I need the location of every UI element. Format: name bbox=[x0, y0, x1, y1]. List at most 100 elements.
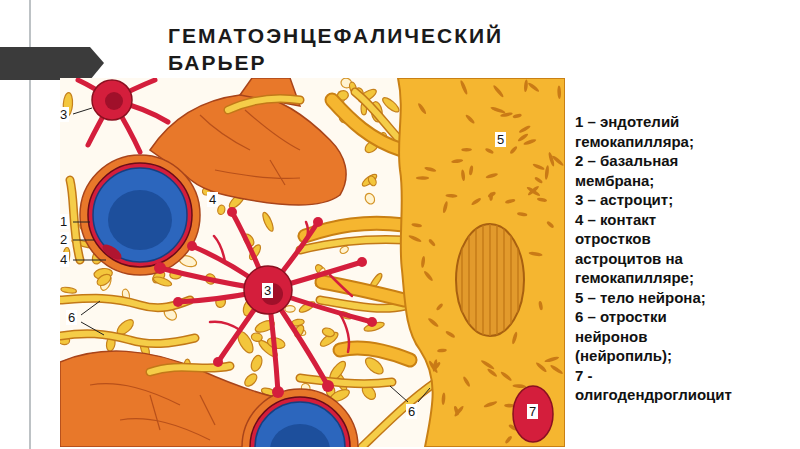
mitochondrion bbox=[417, 102, 427, 115]
mitochondrion bbox=[427, 317, 439, 328]
neuropil-profile bbox=[251, 332, 263, 342]
astrocyte-nucleus bbox=[105, 92, 123, 110]
astrocyte-nucleus bbox=[261, 283, 283, 305]
mitochondrion bbox=[462, 376, 471, 388]
callout-number: 4 bbox=[58, 252, 69, 267]
callout-number: 2 bbox=[58, 232, 69, 247]
callout-box: 2 bbox=[58, 232, 69, 247]
mitochondrion bbox=[505, 198, 516, 204]
neuron-organelles bbox=[408, 79, 565, 444]
capillary-lumen bbox=[255, 402, 345, 447]
astrocyte-processes bbox=[78, 80, 168, 152]
callout-box: 5 bbox=[495, 132, 506, 147]
mitochondrion bbox=[453, 405, 464, 418]
capillary-endothelium bbox=[250, 397, 350, 447]
astrocyte-endfoot bbox=[80, 155, 200, 275]
endothelial-nucleus bbox=[100, 242, 124, 263]
slide-title: ГЕМАТОЭНЦЕФАЛИЧЕСКИЙ БАРЬЕР bbox=[168, 22, 568, 76]
mitochondrion bbox=[468, 165, 473, 175]
neuropil-profile bbox=[261, 211, 275, 232]
erythrocyte bbox=[270, 424, 330, 447]
neuron-process bbox=[60, 92, 436, 447]
mitochondrion bbox=[416, 176, 429, 180]
neuropil-profile bbox=[361, 172, 379, 188]
mitochondrion bbox=[445, 194, 457, 198]
oligodendrocyte bbox=[513, 386, 553, 442]
mitochondrion bbox=[423, 270, 434, 282]
mitochondrion bbox=[411, 223, 422, 228]
mitochondrion bbox=[408, 234, 422, 243]
mitochondrion bbox=[461, 169, 466, 181]
mitochondrion bbox=[517, 212, 528, 217]
mitochondrion bbox=[527, 82, 540, 93]
callout-box: 3 bbox=[262, 283, 273, 298]
callout-box: 6 bbox=[406, 404, 417, 419]
mitochondrion bbox=[432, 359, 438, 372]
mitochondrion bbox=[461, 148, 472, 152]
mitochondrion bbox=[489, 193, 493, 201]
mitochondrion bbox=[535, 361, 548, 373]
mitochondrion bbox=[512, 384, 526, 389]
callout-box: 1 bbox=[58, 214, 69, 229]
callout-box: 3 bbox=[58, 107, 69, 122]
mitochondrion bbox=[459, 80, 468, 96]
key-item: 5 – тело нейрона; bbox=[575, 288, 733, 308]
mitochondrion bbox=[485, 172, 498, 179]
mitochondrion bbox=[480, 359, 495, 371]
mitochondrion bbox=[517, 133, 529, 143]
mitochondrion bbox=[437, 348, 447, 352]
callout-box: 4 bbox=[207, 192, 218, 207]
mitochondrion bbox=[537, 197, 548, 203]
histology-picture bbox=[60, 78, 565, 447]
mitochondrion bbox=[523, 138, 537, 146]
key-item: 7 - олигодендроглиоцит bbox=[575, 366, 733, 405]
callout-number: 5 bbox=[495, 132, 506, 147]
capillary-endothelium bbox=[88, 163, 192, 267]
neuron-process-outline bbox=[60, 92, 436, 447]
callout-number: 4 bbox=[207, 192, 218, 207]
mitochondrion bbox=[549, 364, 563, 375]
mitochondrion bbox=[428, 238, 436, 247]
callout-box: 7 bbox=[527, 404, 538, 419]
neuropil-profile bbox=[321, 326, 335, 338]
astrocyte-branches bbox=[210, 222, 352, 352]
mitochondrion bbox=[486, 368, 498, 378]
astrocyte-body bbox=[244, 266, 292, 314]
callout-number: 7 bbox=[527, 404, 538, 419]
capillary-lumen bbox=[93, 168, 187, 262]
callout-box: 4 bbox=[58, 252, 69, 267]
mitochondrion bbox=[442, 201, 449, 214]
callout-number: 1 bbox=[58, 214, 69, 229]
mitochondrion bbox=[465, 114, 476, 125]
astrocyte-processes bbox=[160, 212, 372, 392]
key-item: 1 – эндотелий гемокапилляра; bbox=[575, 112, 733, 151]
mitochondrion bbox=[546, 220, 555, 228]
leader-lines bbox=[73, 108, 430, 402]
mitochondrion bbox=[528, 251, 542, 257]
mitochondrion bbox=[511, 331, 518, 344]
astrocyte-body bbox=[92, 80, 132, 120]
title-box: ГЕМАТОЭНЦЕФАЛИЧЕСКИЙ БАРЬЕР bbox=[168, 22, 568, 76]
neuropil-profile bbox=[249, 354, 264, 373]
neuropil-profile bbox=[381, 95, 401, 114]
nucleus-texture bbox=[462, 220, 518, 340]
mitochondrion bbox=[532, 163, 545, 171]
erythrocyte bbox=[108, 190, 172, 250]
key-list: 1 – эндотелий гемокапилляра;2 – базальна… bbox=[575, 112, 733, 405]
mitochondrion bbox=[518, 124, 531, 133]
mitochondrion bbox=[421, 256, 426, 268]
mitochondrion bbox=[557, 85, 561, 99]
mitochondrion bbox=[512, 113, 522, 119]
mitochondrion bbox=[547, 152, 555, 167]
neuropil-profile bbox=[95, 272, 113, 288]
neuropil-profile bbox=[367, 175, 378, 187]
callout-number: 3 bbox=[58, 107, 69, 122]
callout-number: 6 bbox=[66, 310, 77, 325]
mitochondrion bbox=[492, 84, 505, 98]
mitochondrion bbox=[471, 197, 482, 206]
neuropil-profile bbox=[243, 372, 260, 389]
mitochondrion bbox=[445, 330, 456, 339]
mitochondrion bbox=[441, 392, 445, 405]
dendrite-outline bbox=[305, 100, 410, 360]
mitochondrion bbox=[483, 400, 498, 408]
